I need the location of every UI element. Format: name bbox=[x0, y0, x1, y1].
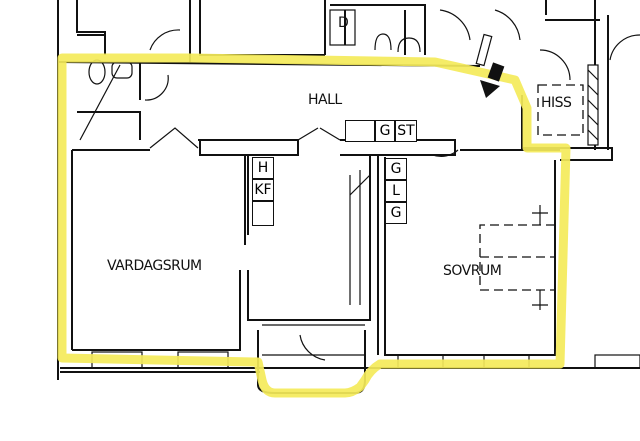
closet-l: L bbox=[385, 180, 407, 202]
closet-st: ST bbox=[395, 120, 417, 142]
bay-window bbox=[257, 324, 366, 394]
closet-h: H bbox=[252, 157, 274, 179]
closet-blank bbox=[345, 120, 375, 142]
apartment-walls bbox=[57, 9, 640, 373]
elevator bbox=[537, 84, 584, 136]
hatched-walls bbox=[475, 33, 599, 146]
entrance-arrow-icon bbox=[480, 62, 505, 98]
closet-g: G bbox=[375, 120, 395, 142]
closet-blank-lower bbox=[252, 201, 274, 226]
closet-kf: KF bbox=[252, 179, 274, 201]
room-label-elevator: HISS bbox=[541, 95, 572, 111]
apartment-boundary-highlight bbox=[57, 53, 571, 398]
bathroom bbox=[77, 29, 181, 141]
closet-g-top: G bbox=[385, 158, 407, 180]
closet-g-bottom: G bbox=[385, 202, 407, 224]
room-label-living-room: VARDAGSRUM bbox=[107, 258, 202, 274]
wc-block bbox=[329, 9, 421, 53]
room-label-bedroom: SOVRUM bbox=[443, 263, 502, 279]
bed-outline bbox=[479, 205, 555, 310]
room-label-hall: HALL bbox=[308, 92, 342, 108]
room-label-d: D bbox=[338, 15, 349, 31]
